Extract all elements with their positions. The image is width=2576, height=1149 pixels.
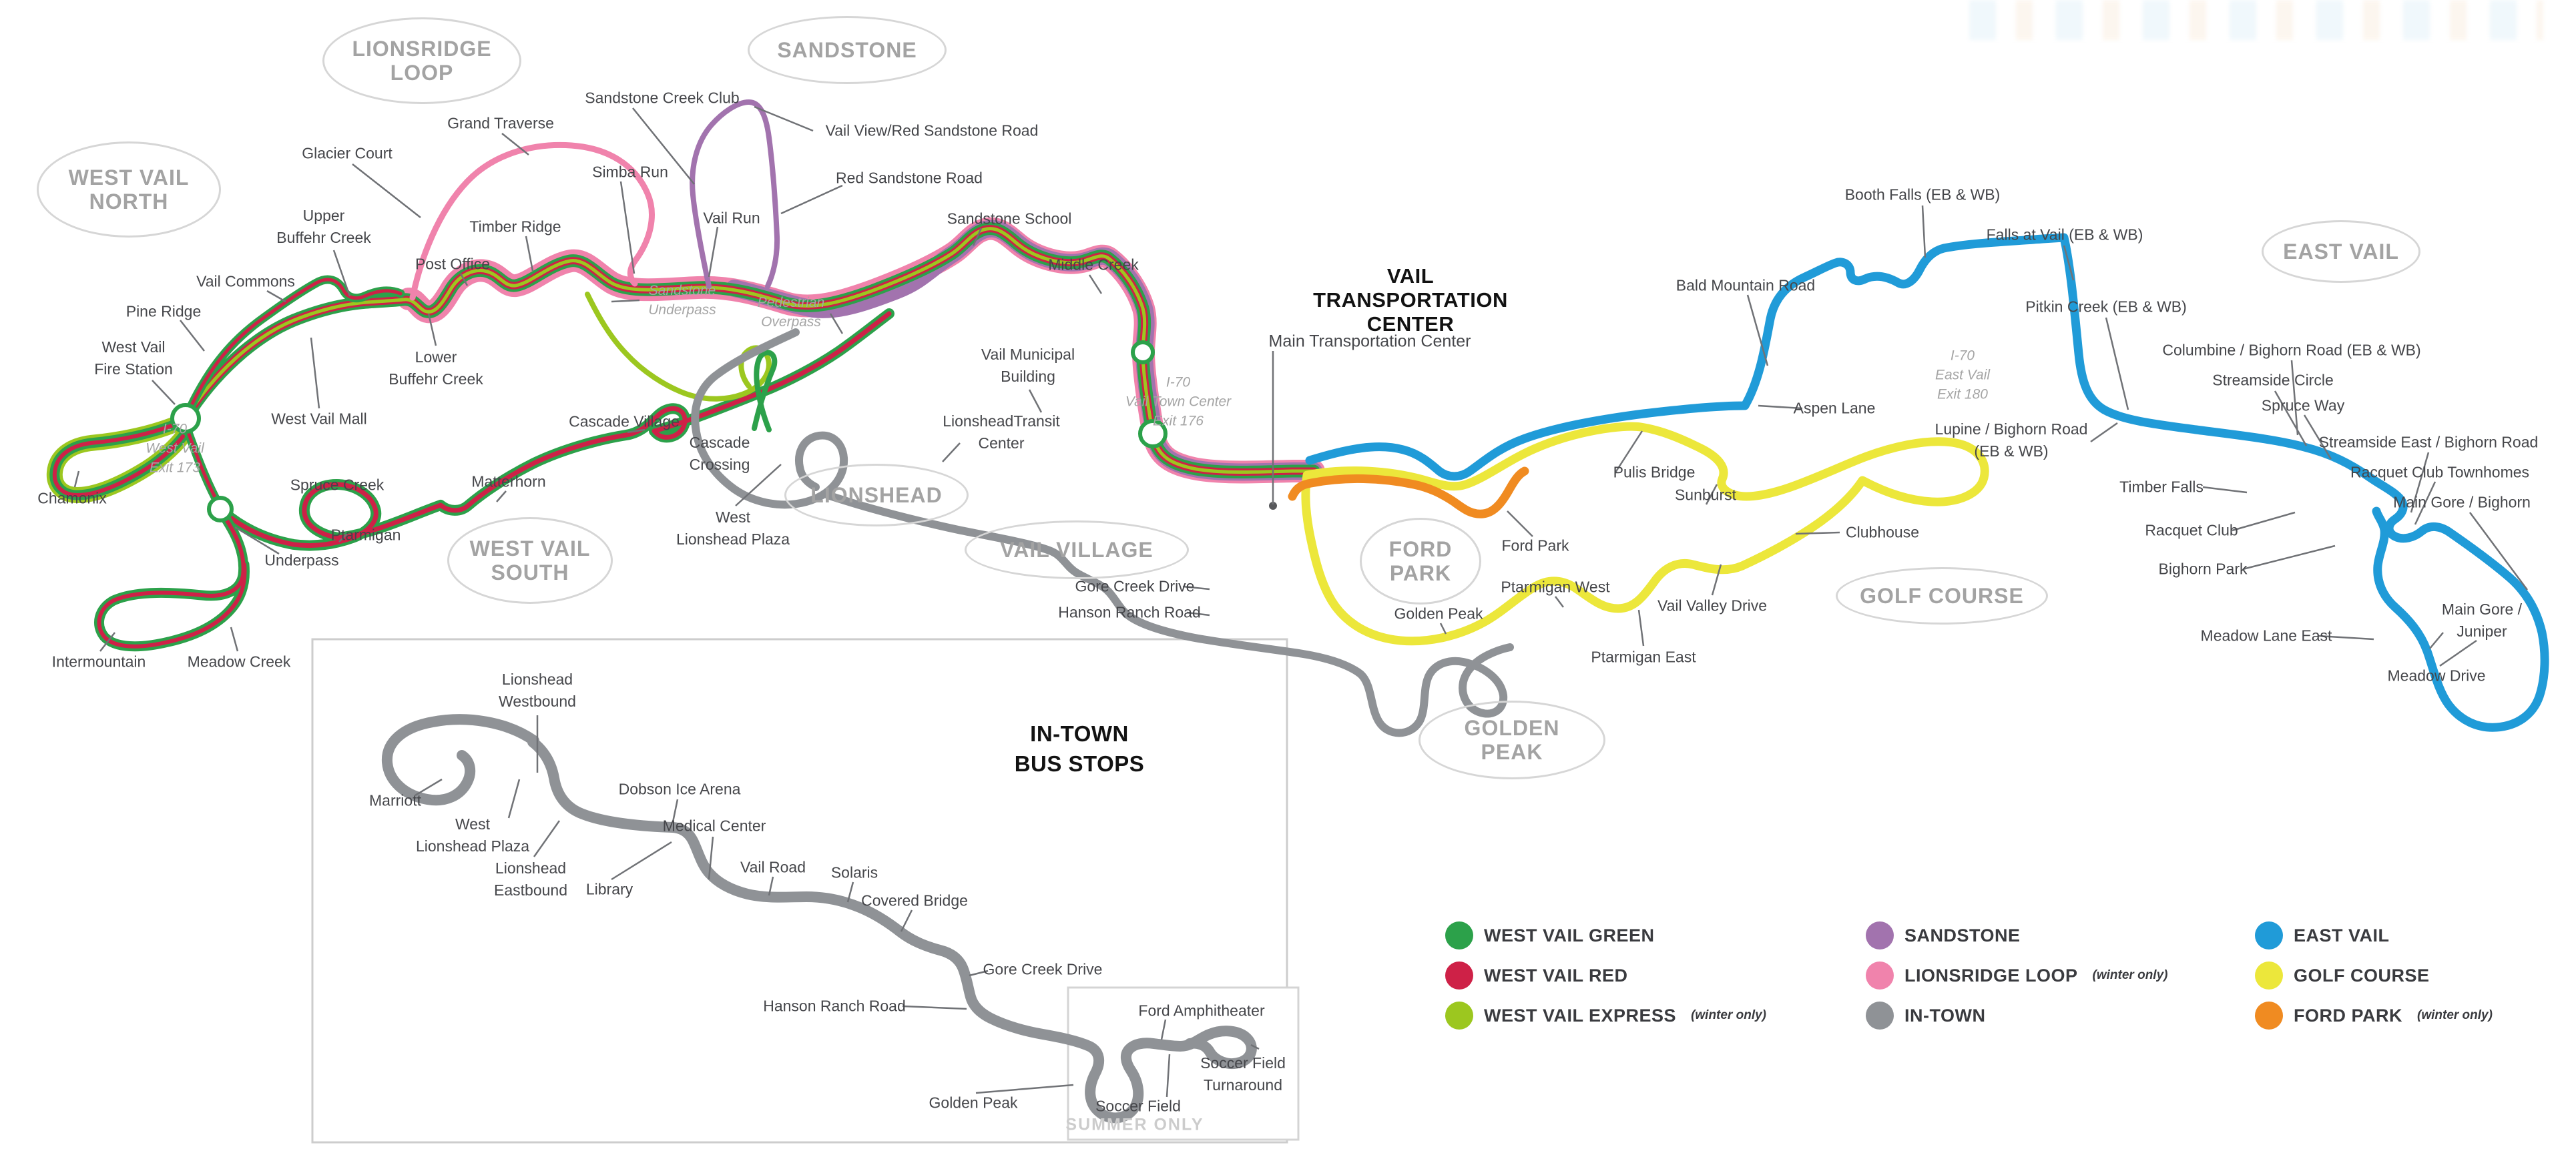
roundabout-main-vail-north: [1131, 340, 1155, 364]
leader-main-gore-bighorn: [2469, 512, 2529, 591]
leader-golden-peak: [975, 1084, 1074, 1094]
route-south-frontage-green: [220, 314, 889, 546]
leader-racquet-club: [2232, 511, 2296, 532]
leader-vail-valley-drive: [1711, 564, 1722, 596]
leader-ptarmigan-east: [1637, 609, 1645, 647]
leader-simba-run: [619, 181, 635, 274]
route-lionsridge-loop: [409, 141, 655, 301]
leader-west: [735, 464, 782, 506]
leader-solaris: [846, 881, 854, 903]
leader-racquet-club-townhomes: [2414, 481, 2436, 525]
route-east-vail: [1305, 233, 2549, 732]
leader-lionsheadtransit: [942, 442, 961, 462]
leader-pulis-bridge: [1614, 430, 1643, 473]
leader-pitkin-creek-eb-wb: [2105, 317, 2129, 410]
leader-upper: [332, 250, 351, 297]
leader-ford-park: [1507, 510, 1533, 537]
route-golf-course: [1301, 422, 1989, 646]
leader-lower: [427, 313, 437, 346]
leader-matterhorn: [496, 490, 507, 502]
transportation-center-marker: [1269, 502, 1277, 510]
leader-timber-falls: [2202, 486, 2248, 494]
leader-falls-at-vail-eb-wb: [2063, 245, 2075, 281]
route-ford-park: [1288, 466, 1529, 518]
route-in-town-main: [824, 491, 1514, 737]
leader-chamonix: [73, 470, 80, 488]
leader-cascade-village: [627, 428, 646, 434]
leader-meadow-drive: [2439, 639, 2477, 667]
roundabout-west-vail: [170, 403, 201, 434]
route-sandstone-loop: [690, 99, 780, 289]
leader-vail-view-red-sandstone-road: [754, 105, 814, 132]
leader-ptarmigan-west: [1555, 596, 1564, 608]
leader-meadow-creek: [230, 627, 239, 652]
leader-hanson-ranch-road: [1186, 611, 1210, 617]
leader-soccer-field: [1250, 1044, 1260, 1050]
route-cascade-teardrop-green: [752, 350, 778, 432]
route-in-town-inset: [381, 714, 1257, 1124]
leader-spruce-way: [2303, 414, 2332, 460]
route-frontage-connector-red: [188, 432, 220, 507]
leader-marriott: [415, 778, 443, 797]
leader-gore-creek-drive: [1182, 585, 1210, 591]
leader-aspen-lane: [1758, 404, 1803, 410]
leader-pine-ridge: [180, 320, 205, 352]
leader-grand-traverse: [501, 133, 529, 155]
leader-timber-ridge: [525, 236, 534, 272]
leader-golden-peak: [1439, 623, 1447, 635]
leader-west-vail-mall: [310, 337, 320, 409]
leader-lines: [73, 105, 2529, 1098]
leader-streamside-circle: [2274, 390, 2308, 446]
leader-medical-center: [708, 836, 714, 880]
leader-red-sandstone-road: [780, 184, 843, 215]
leader-vail-commons: [266, 290, 286, 303]
leader-middle-creek: [1088, 274, 1103, 294]
leader-ptarmigan: [338, 533, 348, 542]
leader-glacier-court: [352, 163, 421, 218]
leader-underpass: [234, 526, 280, 555]
route-intermountain-loop-red: [99, 512, 244, 647]
roundabout-underpass: [207, 496, 234, 522]
leader-hanson-ranch-road: [902, 1005, 967, 1010]
leader-lionshead: [533, 820, 561, 857]
print-bleed-artifact: [1969, 0, 2543, 40]
leader-intermountain: [99, 632, 115, 652]
route-intermountain-loop-green: [99, 512, 244, 647]
leader-bighorn-park: [2242, 544, 2336, 570]
leader-dobson-ice-arena: [672, 799, 679, 823]
leader-post-office: [459, 273, 469, 286]
route-express-sandstone-underpass: [585, 292, 772, 402]
leader-west-vail: [152, 380, 176, 405]
leader-vail-road: [768, 876, 774, 896]
leader-bald-mountain-road: [1746, 294, 1769, 366]
leader-main-gore: [2429, 632, 2444, 649]
leader-west: [507, 779, 521, 819]
leader-covered-bridge: [900, 909, 913, 932]
leader-meadow-lane-east: [2317, 635, 2374, 641]
leader-booth-falls-eb-wb: [1921, 205, 1926, 258]
leader-sunburst: [1705, 484, 1718, 505]
leader-soccer-field: [1166, 1054, 1171, 1098]
leader-vail-run: [708, 226, 719, 278]
leader-gore-creek-drive: [969, 970, 989, 977]
leader-vail-municipal: [1028, 389, 1043, 413]
leader-streamside-east-bighorn-road: [2410, 452, 2430, 513]
leader-ford-amphitheater: [1160, 1019, 1167, 1040]
leader-sandstone-school: [972, 228, 983, 246]
leader-columbine-bighorn-road-eb-wb: [2290, 360, 2299, 436]
leader-sandstone-creek-club: [632, 107, 695, 185]
roundabouts: [170, 340, 1168, 522]
leader-sandstone: [611, 299, 640, 303]
leader-lupine-bighorn-road: [2090, 422, 2118, 443]
leader-pedestrian: [829, 313, 844, 334]
roundabout-main-vail-south: [1138, 419, 1168, 448]
route-south-frontage-red: [220, 314, 889, 546]
leader-clubhouse: [1795, 531, 1840, 535]
leader-library: [611, 841, 672, 881]
